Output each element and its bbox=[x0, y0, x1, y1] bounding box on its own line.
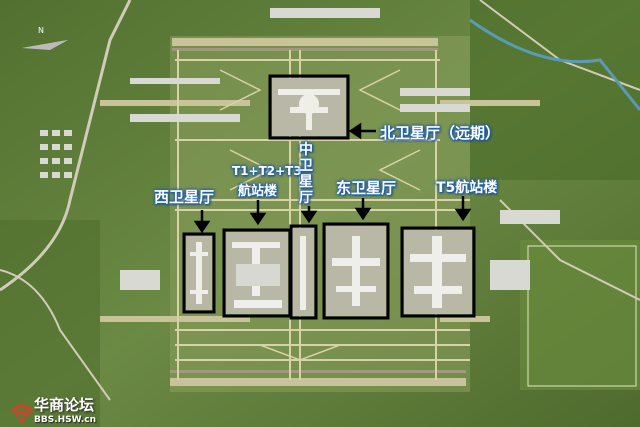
north-satellite-label: 北卫星厅（远期） bbox=[380, 124, 501, 142]
central-satellite-box bbox=[289, 224, 318, 320]
north-satellite-box bbox=[268, 74, 350, 140]
watermark: 华商论坛 BBS.HSW.cn bbox=[4, 394, 96, 425]
central-satellite-char: 中 bbox=[299, 142, 313, 158]
t5-box bbox=[400, 226, 476, 318]
central-satellite-label: 中 卫 星 厅 bbox=[299, 142, 313, 206]
t5-label: T5航站楼 bbox=[436, 180, 498, 196]
t123-label-line2: 航站楼 bbox=[238, 184, 278, 199]
watermark-logo-icon bbox=[10, 404, 34, 423]
t123-label-line1: T1+T2+T3 bbox=[232, 164, 302, 178]
east-satellite-box bbox=[322, 222, 390, 320]
north-arrow-icon bbox=[22, 40, 68, 50]
watermark-title: 华商论坛 bbox=[34, 396, 95, 414]
central-satellite-char: 厅 bbox=[299, 190, 313, 206]
west-satellite-label: 西卫星厅 bbox=[154, 188, 215, 206]
west-satellite-box bbox=[182, 232, 216, 314]
watermark-url: BBS.HSW.cn bbox=[34, 415, 96, 425]
east-satellite-label: 东卫星厅 bbox=[336, 179, 397, 197]
central-satellite-char: 星 bbox=[299, 174, 313, 190]
central-satellite-char: 卫 bbox=[299, 158, 313, 174]
north-label: N bbox=[38, 26, 44, 35]
